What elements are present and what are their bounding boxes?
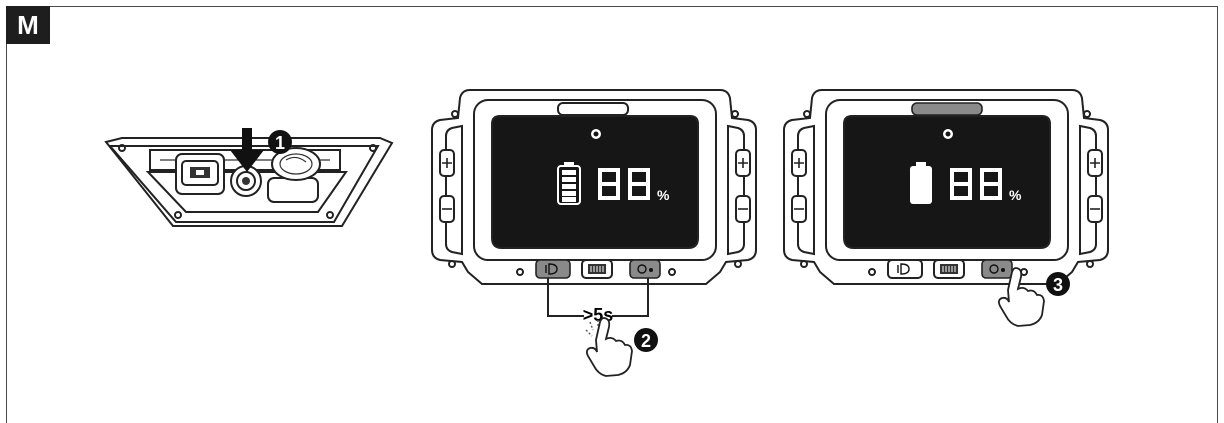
svg-text:1: 1 bbox=[275, 133, 285, 153]
hold-bracket: >5s bbox=[547, 278, 649, 325]
side-button-plus-left-2 bbox=[791, 149, 807, 177]
mode-button bbox=[581, 259, 613, 279]
svg-text:%: % bbox=[657, 187, 670, 203]
side-button-plus-right bbox=[735, 149, 751, 177]
rubber-cap bbox=[267, 147, 321, 203]
level-digits: % bbox=[598, 168, 670, 203]
side-button-minus-right bbox=[735, 195, 751, 223]
mode-button-2 bbox=[933, 259, 965, 279]
step-marker-2: 2 bbox=[634, 328, 658, 352]
headlight-button-2 bbox=[887, 259, 923, 279]
headlight-button bbox=[535, 259, 571, 279]
figure-frame bbox=[6, 6, 1218, 423]
battery-icon-solid bbox=[910, 162, 932, 204]
step-marker-3: 3 bbox=[1046, 272, 1070, 296]
side-button-plus-left bbox=[439, 149, 455, 177]
level-digits-2: % bbox=[950, 168, 1022, 203]
side-button-minus-right-2 bbox=[1087, 195, 1103, 223]
side-button-plus-right-2 bbox=[1087, 149, 1103, 177]
side-button-minus-left-2 bbox=[791, 195, 807, 223]
hand-press-icon bbox=[585, 317, 633, 377]
svg-text:%: % bbox=[1009, 187, 1022, 203]
figure-label: M bbox=[6, 6, 50, 44]
usb-port bbox=[175, 153, 225, 195]
battery-icon-full bbox=[557, 162, 581, 205]
svg-text:3: 3 bbox=[1053, 275, 1063, 295]
power-button-2 bbox=[981, 259, 1013, 279]
step-marker-1: 1 bbox=[268, 130, 292, 154]
side-button-minus-left bbox=[439, 195, 455, 223]
svg-text:2: 2 bbox=[641, 331, 651, 351]
power-button bbox=[629, 259, 661, 279]
arrow-down-icon bbox=[230, 128, 264, 172]
display-unit-right bbox=[783, 89, 1109, 285]
display-unit-left bbox=[431, 89, 757, 285]
